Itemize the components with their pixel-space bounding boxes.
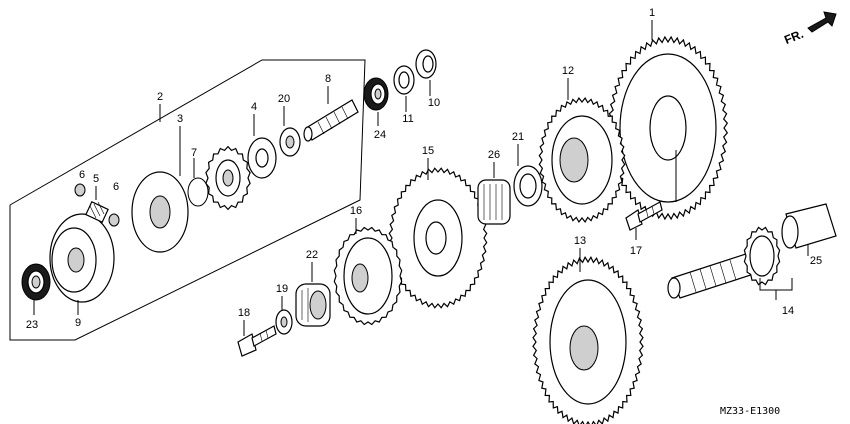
- bearing-part-24: [363, 77, 389, 111]
- callout-c10: 10: [428, 97, 440, 109]
- callout-c26: 26: [488, 149, 500, 161]
- bearing-part-26: [477, 179, 511, 225]
- assembly-outline: [9, 59, 366, 341]
- washer-part-4: [247, 137, 277, 179]
- sprocket-small: [205, 145, 251, 211]
- washer-part-21: [513, 165, 543, 207]
- callout-c15: 15: [422, 145, 434, 157]
- callout-c18: 18: [238, 307, 250, 319]
- cap-part-6b: [108, 213, 120, 227]
- callout-c1: 1: [649, 7, 655, 19]
- callout-c9: 9: [75, 317, 81, 329]
- gear-part-15: [388, 167, 488, 309]
- washer-part-11: [393, 65, 415, 95]
- cap-part-6a: [74, 183, 86, 197]
- front-direction-label: FR.: [782, 27, 805, 47]
- spring-part-5: [85, 201, 109, 223]
- clutch-part-9: [49, 213, 115, 303]
- callout-c3: 3: [177, 113, 183, 125]
- callout-c16: 16: [350, 205, 362, 217]
- callout-c24: 24: [374, 129, 386, 141]
- hub-part-16: [333, 226, 403, 326]
- plate-part-3: [131, 171, 189, 253]
- shaft-part-14: [667, 226, 781, 299]
- callout-c4: 4: [251, 101, 257, 113]
- washer-part-19: [275, 309, 293, 335]
- washer-part-10: [415, 49, 437, 79]
- callout-c21: 21: [512, 131, 524, 143]
- bearing-part-23: [21, 263, 51, 301]
- gear-part-12: [538, 97, 626, 223]
- shaft-part-8: [303, 99, 359, 142]
- callout-c5: 5: [93, 173, 99, 185]
- callout-c17: 17: [630, 245, 642, 257]
- bearing-part-22: [295, 283, 331, 327]
- diagram-code: MZ33-E1300: [720, 406, 780, 417]
- callout-c23: 23: [26, 319, 38, 331]
- callout-c20: 20: [278, 93, 290, 105]
- callout-labels: 1234566789101112131415161718192021222324…: [26, 7, 822, 331]
- collar-part-25: [781, 203, 837, 249]
- callout-c6b: 6: [113, 181, 119, 193]
- callout-c19: 19: [276, 283, 288, 295]
- callout-c13: 13: [574, 235, 586, 247]
- callout-c12: 12: [562, 65, 574, 77]
- callout-c8: 8: [325, 73, 331, 85]
- circlip-part-7: [187, 177, 209, 207]
- bolt-part-18: [237, 325, 277, 357]
- callout-c11: 11: [402, 113, 413, 125]
- callout-c7: 7: [191, 147, 197, 159]
- callout-c25: 25: [810, 255, 822, 267]
- callout-c2: 2: [157, 91, 163, 103]
- washer-part-20: [279, 127, 301, 157]
- gear-part-1: [607, 35, 729, 221]
- gear-part-13: [532, 256, 644, 424]
- bolt-part-17: [625, 201, 663, 231]
- front-direction-arrow: FR.: [782, 11, 837, 47]
- callout-c14: 14: [782, 305, 794, 317]
- callout-c22: 22: [306, 249, 318, 261]
- callout-c6a: 6: [79, 169, 85, 181]
